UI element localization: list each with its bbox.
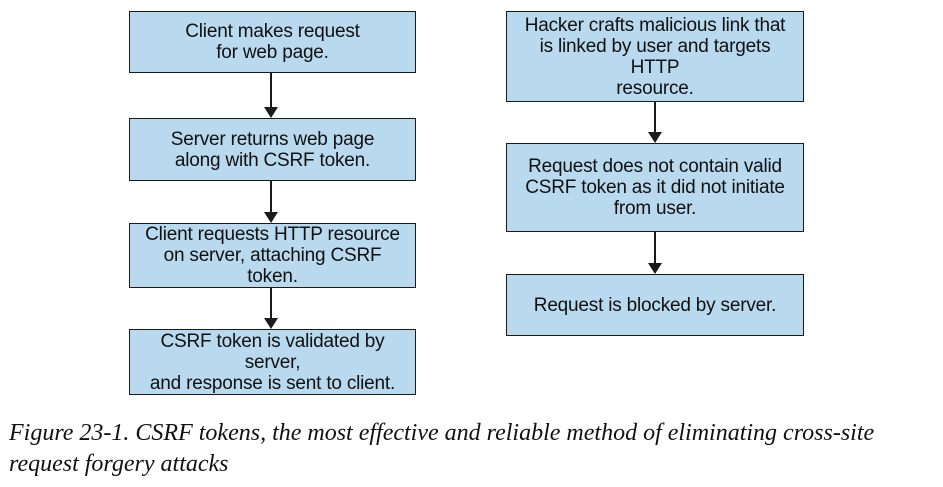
flow-arrows bbox=[264, 73, 662, 329]
box-client-requests-resource: Client requests HTTP resource on server,… bbox=[129, 223, 416, 288]
box-request-blocked: Request is blocked by server. bbox=[506, 274, 804, 336]
box-token-validated: CSRF token is validated by server, and r… bbox=[129, 329, 416, 395]
figure-caption: Figure 23-1. CSRF tokens, the most effec… bbox=[9, 420, 875, 477]
arrowhead-4 bbox=[648, 132, 662, 143]
box-no-valid-token: Request does not contain valid CSRF toke… bbox=[506, 143, 804, 232]
arrowhead-1 bbox=[264, 107, 278, 118]
arrowhead-5 bbox=[648, 263, 662, 274]
arrowhead-3 bbox=[264, 318, 278, 329]
box-client-makes-request: Client makes request for web page. bbox=[129, 11, 416, 73]
csrf-flow-diagram: Client makes request for web page. Serve… bbox=[129, 11, 804, 395]
arrowhead-2 bbox=[264, 212, 278, 223]
box-hacker-crafts-link: Hacker crafts malicious link that is lin… bbox=[506, 11, 804, 102]
box-server-returns-page: Server returns web page along with CSRF … bbox=[129, 118, 416, 181]
